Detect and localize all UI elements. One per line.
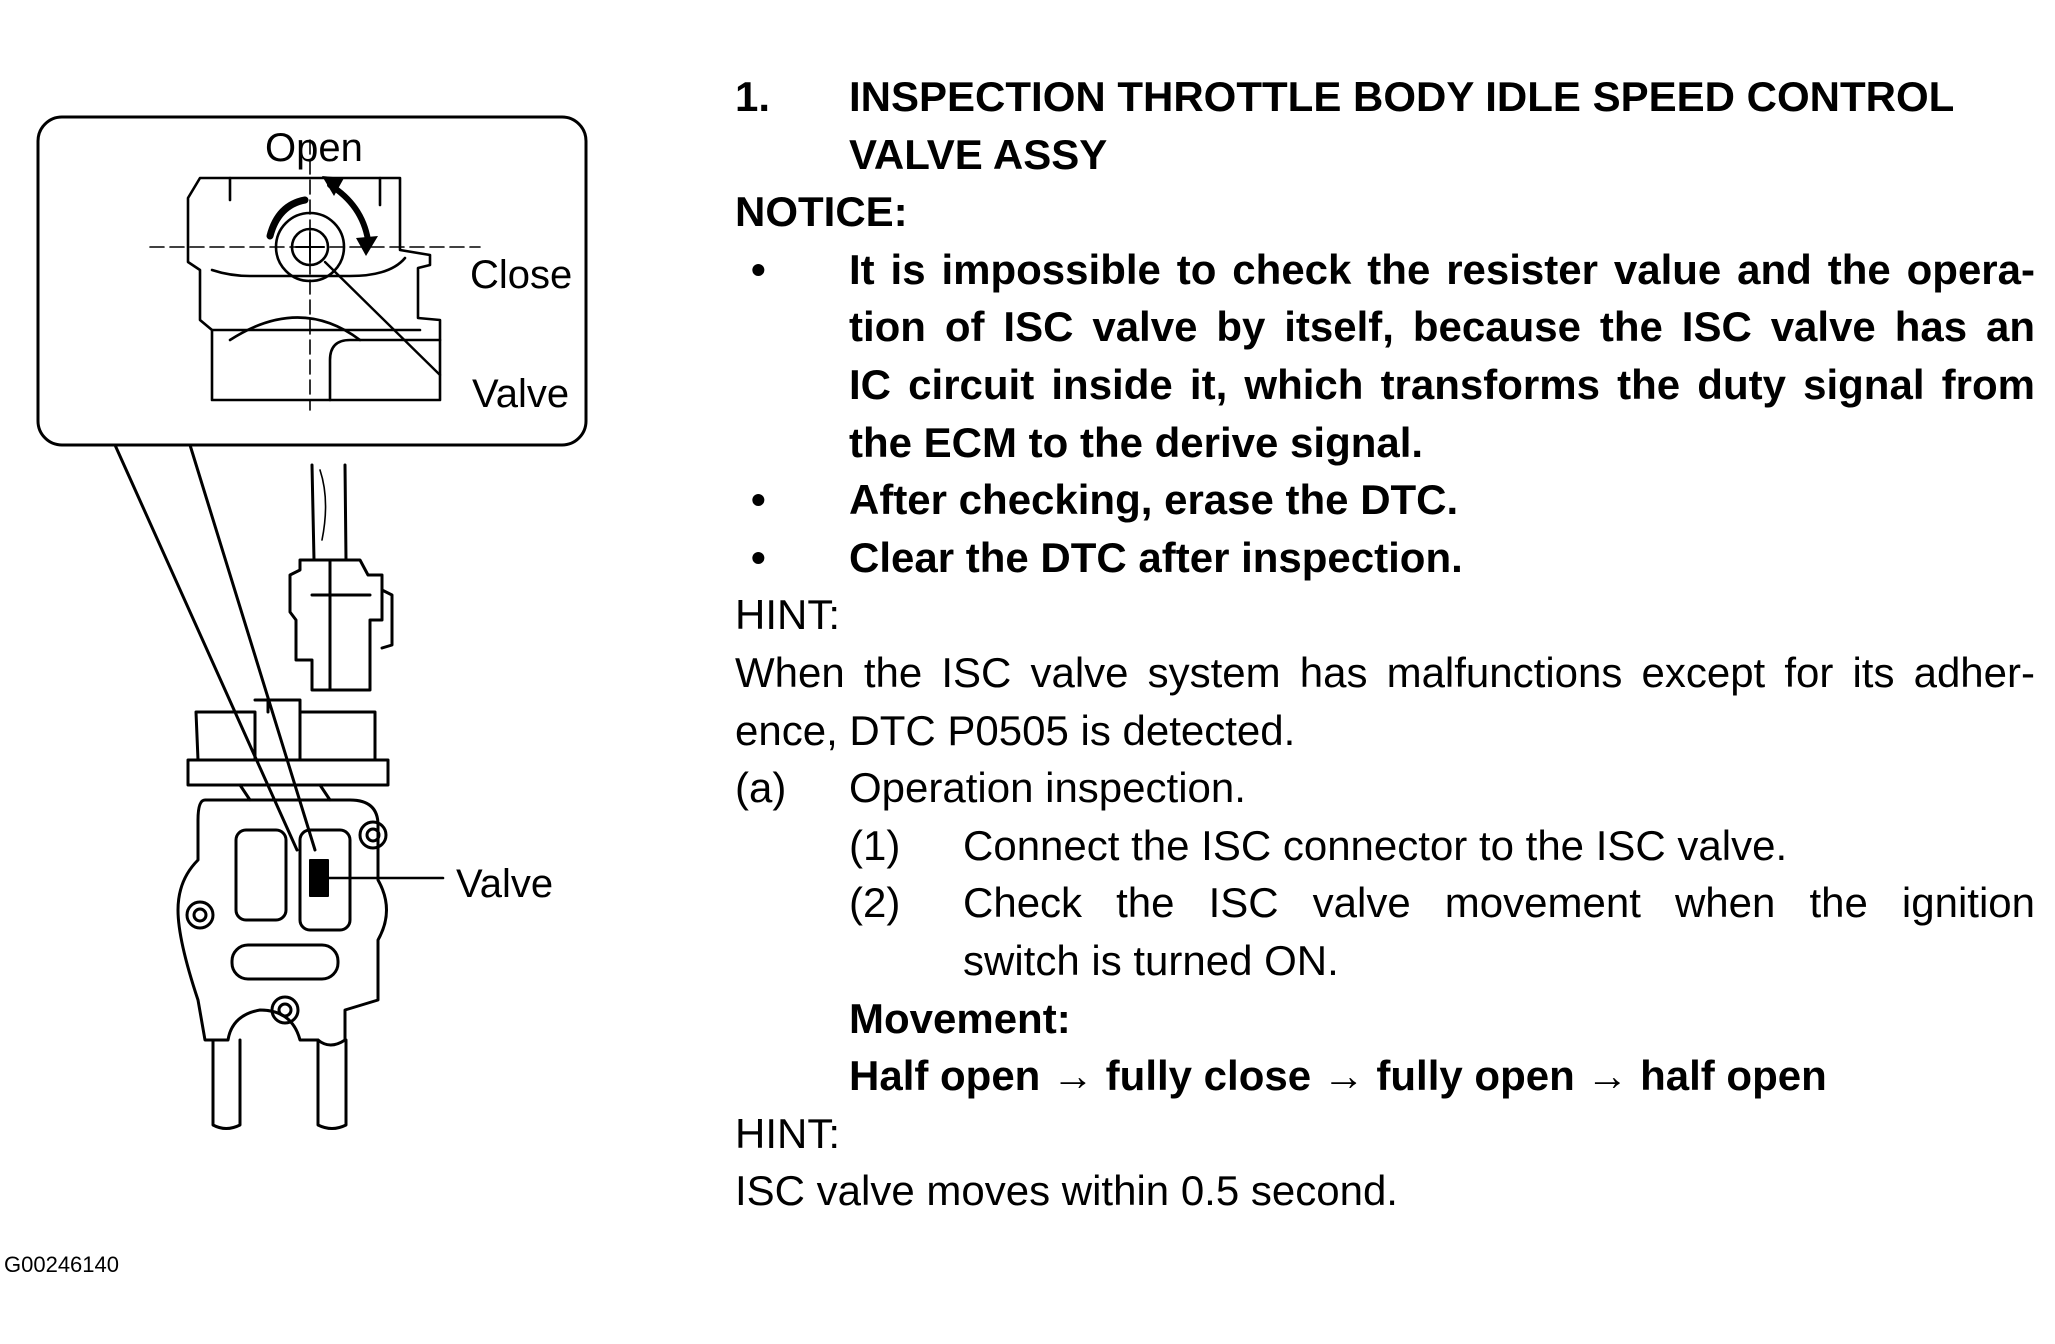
notice-item1-line: tion of ISC valve by itself, because the… [849, 303, 2035, 351]
valve-inset-label: Valve [472, 372, 570, 416]
notice-label: NOTICE: [735, 188, 908, 236]
valve-body-side-view [176, 463, 445, 1130]
hint-label: HINT: [735, 1109, 840, 1157]
step-a: (a) Operation inspection. [735, 759, 2035, 817]
substep-2-text-line: switch is turned ON. [963, 936, 1339, 984]
callout-leader-line [113, 443, 299, 852]
substep-1: (1) Connect the ISC connector to the ISC… [735, 817, 2035, 875]
notice-item1-line: the ECM to the derive signal. [849, 418, 1424, 466]
section-number: 1. [735, 73, 771, 120]
procedure-text: 1. INSPECTION THROTTLE BODY IDLE SPEED C… [735, 68, 2035, 1220]
valve-body-label: Valve [456, 862, 554, 906]
movement-label: Movement: [849, 994, 1071, 1042]
valve-element [309, 859, 329, 897]
movement-sequence: Half open → fully close → fully open → h… [849, 1052, 1827, 1100]
substep-2-text-line: Check the ISC valve movement when the ig… [963, 879, 2035, 927]
hint-label: HINT: [735, 591, 840, 639]
substep-1-text: Connect the ISC connector to the ISC val… [963, 821, 1788, 869]
hint-text-line: ence, DTC P0505 is detected. [735, 706, 1296, 754]
substep-2-marker: (2) [849, 879, 901, 927]
substep-2: (2) Check the ISC valve movement when th… [735, 874, 2035, 932]
step-a-text: Operation inspection. [849, 764, 1246, 812]
notice-item1-line: IC circuit inside it, which transforms t… [849, 360, 2035, 408]
section-title-line2: VALVE ASSY [849, 130, 1108, 178]
section-heading: 1. INSPECTION THROTTLE BODY IDLE SPEED C… [735, 68, 2035, 126]
notice-item: • It is impossible to check the resister… [735, 241, 2035, 299]
callout-leader-line [188, 443, 317, 852]
arrow-head-icon [356, 236, 378, 256]
isc-valve-drawing [36, 115, 588, 1130]
arrow-head-icon [322, 176, 344, 196]
bullet-icon: • [751, 476, 766, 524]
valve-top-view [149, 139, 481, 411]
isc-valve-illustration: Open Close Valve Valve G00246140 [0, 0, 720, 1339]
close-label: Close [470, 253, 573, 297]
notice-item2: After checking, erase the DTC. [849, 476, 1459, 524]
detail-callout-box [36, 115, 588, 447]
section-title-line1: INSPECTION THROTTLE BODY IDLE SPEED CONT… [849, 73, 1955, 120]
notice-item3: Clear the DTC after inspection. [849, 533, 1463, 581]
notice-item1-line: It is impossible to check the resister v… [849, 245, 2035, 293]
figure-code: G00246140 [4, 1252, 119, 1277]
notice-item: • After checking, erase the DTC. [735, 471, 2035, 529]
bullet-icon: • [751, 245, 766, 293]
hint-text: ISC valve moves within 0.5 second. [735, 1167, 1398, 1215]
open-label: Open [265, 126, 363, 170]
hint-text-line: When the ISC valve system has malfunctio… [735, 648, 2035, 696]
step-a-marker: (a) [735, 764, 787, 812]
substep-1-marker: (1) [849, 821, 901, 869]
notice-item: • Clear the DTC after inspection. [735, 529, 2035, 587]
bullet-icon: • [751, 533, 766, 581]
